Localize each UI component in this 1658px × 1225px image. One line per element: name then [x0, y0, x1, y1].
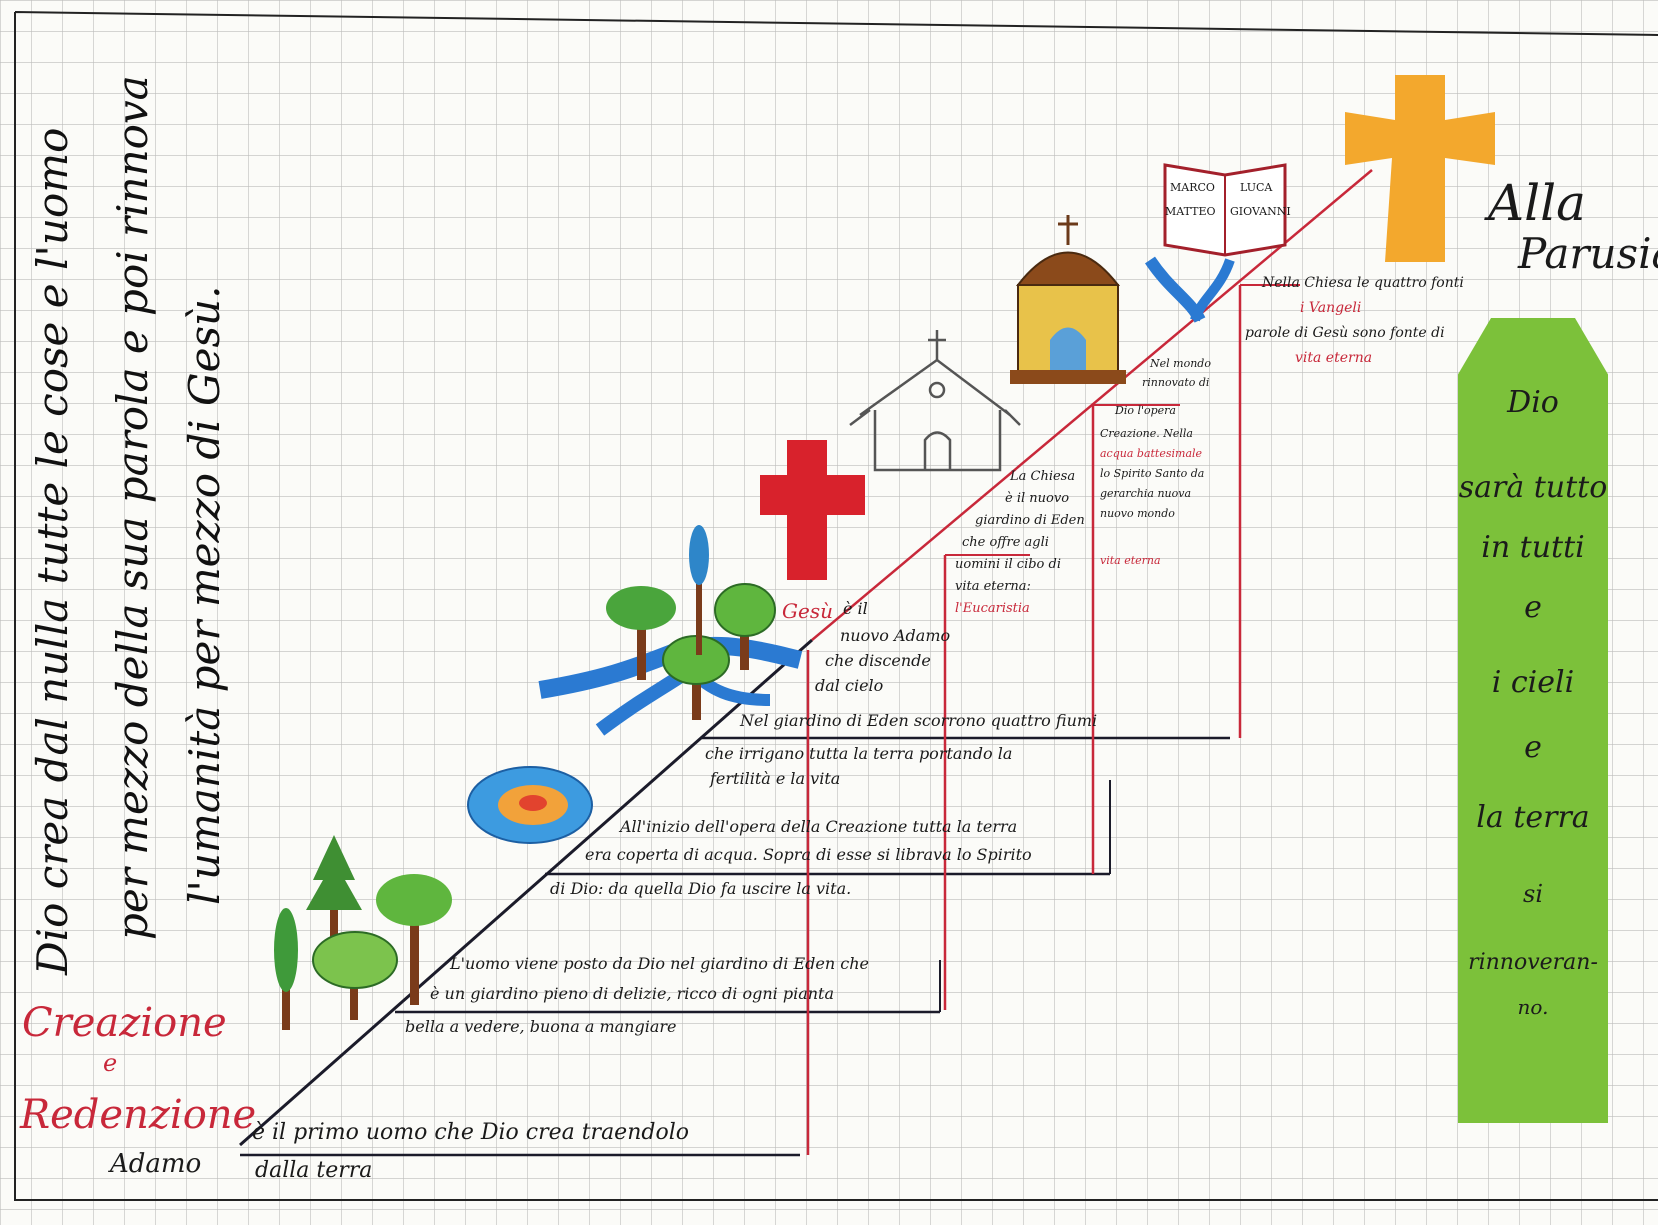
diagonal-black [239, 638, 813, 1147]
step5-line3: che discende [825, 651, 931, 670]
step6-line3: giardino di Eden [975, 513, 1085, 528]
step7-line9: vita eterna [1100, 554, 1161, 567]
banner-line-4: e [1524, 590, 1542, 625]
label-e: e [103, 1049, 118, 1077]
banner-line-1: Dio [1507, 385, 1559, 420]
banner-line-3: in tutti [1481, 530, 1585, 565]
step5-line2: nuovo Adamo [840, 626, 951, 645]
step1-line1: è il primo uomo che Dio crea traendolo [252, 1120, 689, 1145]
book-label-matteo: MATTEO [1165, 205, 1216, 218]
step2-line2: è un giardino pieno di delizie, ricco di… [430, 984, 835, 1003]
step5-line4: dal cielo [815, 676, 884, 695]
book-label-marco: MARCO [1170, 181, 1215, 194]
black-step-risers [939, 780, 1111, 1012]
label-alla: Alla [1488, 174, 1586, 232]
step6-line7: l'Eucaristia [955, 601, 1030, 616]
step6-line5: uomini il cibo di [955, 557, 1061, 572]
step4-line3: fertilità e la vita [710, 769, 841, 788]
step6-line1: La Chiesa [1010, 469, 1076, 484]
step5-gesu: Gesù [782, 599, 833, 623]
banner-line-2: sarà tutto [1458, 470, 1608, 505]
step5-line1: è il [843, 599, 868, 618]
step8-line2: i Vangeli [1300, 300, 1362, 316]
step2-line3: bella a vedere, buona a mangiare [405, 1017, 677, 1036]
banner-line-6: e [1524, 730, 1542, 765]
banner-line-10: no. [1517, 995, 1549, 1019]
step8-line4: vita eterna [1295, 350, 1373, 366]
gospel-book-icon [1145, 163, 1287, 323]
step3-line3: di Dio: da quella Dio fa uscire la vita. [550, 879, 852, 898]
tabernacle-icon [1010, 215, 1126, 384]
step8-line1: Nella Chiesa le quattro fonti [1262, 275, 1464, 291]
vertical-text-line-1: Dio crea dal nulla tutte le cose e l'uom… [28, 127, 77, 975]
step7-line5: acqua battesimale [1100, 447, 1203, 460]
water-icon [467, 766, 593, 844]
step7-line2: rinnovato di [1142, 376, 1210, 389]
red-cross-icon [760, 440, 865, 580]
red-step-treads [945, 284, 1300, 556]
step4-line1: Nel giardino di Eden scorrono quattro fi… [740, 711, 1098, 730]
book-label-luca: LUCA [1240, 181, 1273, 194]
step6-line6: vita eterna: [955, 579, 1031, 594]
step8-line3: parole di Gesù sono fonte di [1245, 325, 1445, 341]
trees-icon [274, 835, 452, 1030]
eden-rivers-icon [538, 525, 803, 736]
step6-line4: che offre agli [962, 535, 1049, 550]
step6-line2: è il nuovo [1005, 491, 1070, 506]
label-adamo: Adamo [110, 1149, 202, 1179]
step7-line8: nuovo mondo [1100, 507, 1175, 520]
book-label-giovanni: GIOVANNI [1230, 205, 1291, 218]
gold-cross-icon [1345, 75, 1495, 262]
step7-line4: Creazione. Nella [1100, 427, 1193, 440]
step7-line7: gerarchia nuova [1100, 487, 1192, 500]
step4-line2: che irrigano tutta la terra portando la [705, 744, 1013, 763]
step7-line6: lo Spirito Santo da [1100, 467, 1205, 480]
banner-line-7: la terra [1476, 800, 1590, 835]
label-creazione: Creazione [22, 1000, 227, 1046]
red-step-risers [806, 285, 1242, 1155]
step1-line2: dalla terra [255, 1158, 373, 1183]
label-parusia: Parusia [1518, 229, 1658, 278]
vertical-text-line-2: per mezzo della sua parola e poi rinnova [108, 75, 157, 940]
step2-line1: L'uomo viene posto da Dio nel giardino d… [450, 954, 869, 973]
step7-line3: Dio l'opera [1115, 404, 1176, 417]
banner-line-5: i cieli [1491, 665, 1575, 700]
page-frame [14, 11, 1658, 1201]
step3-line2: era coperta di acqua. Sopra di esse si l… [585, 845, 1032, 864]
step3-line1: All'inizio dell'opera della Creazione tu… [620, 817, 1018, 836]
label-redenzione: Redenzione [20, 1092, 257, 1138]
banner-line-8: si [1523, 880, 1543, 908]
step7-line1: Nel mondo [1150, 357, 1211, 370]
chapel-icon [849, 330, 1021, 472]
parusia-banner [1458, 318, 1608, 1123]
vertical-text-line-3: l'umanità per mezzo di Gesù. [180, 285, 229, 905]
banner-line-9: rinnoveran- [1468, 950, 1598, 975]
black-step-lines [240, 736, 1230, 1157]
